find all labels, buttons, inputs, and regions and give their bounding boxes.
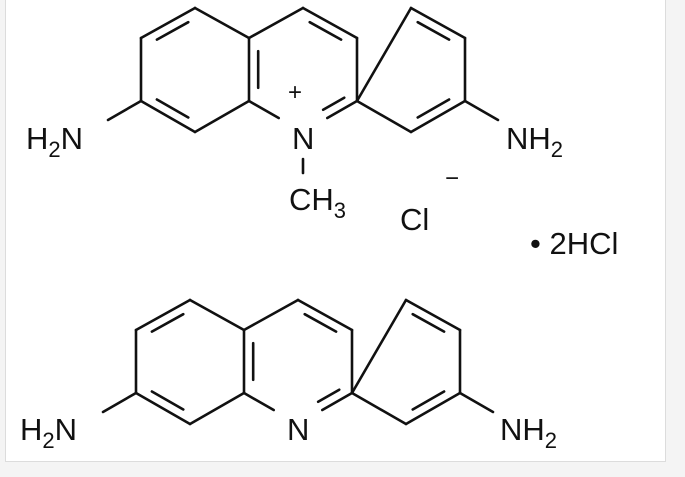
double-bond-line (155, 98, 190, 119)
double-bond-line (321, 96, 346, 112)
salt-label: • 2HCl (530, 226, 618, 261)
bond (409, 6, 467, 40)
amine-bond (101, 391, 138, 414)
right-amine-label-1: NH2 (506, 121, 563, 162)
right-amine-label-2: NH2 (500, 412, 557, 453)
bond-to-nitrogen (325, 99, 359, 120)
double-bond-line (308, 20, 343, 41)
left-amine-label-1: H2N (26, 121, 83, 162)
bond (193, 6, 251, 40)
bond (296, 298, 354, 332)
ring-nitrogen-label-1: N (292, 121, 314, 156)
chloride-label: Cl (400, 202, 429, 237)
structure-panel (5, 0, 666, 462)
double-bond-line (411, 390, 446, 411)
double-bond-line (416, 20, 451, 41)
double-bond-line (155, 20, 190, 41)
bond-to-nitrogen (247, 99, 281, 120)
bond (242, 298, 300, 332)
positive-charge: + (288, 79, 302, 106)
bond (188, 298, 246, 332)
double-bond-line (316, 388, 341, 404)
bond (355, 6, 413, 103)
bond (301, 6, 359, 40)
bond (404, 391, 462, 426)
amine-bond (458, 391, 495, 414)
methyl-label: CH3 (289, 182, 346, 223)
bond (355, 99, 413, 134)
bond (134, 391, 192, 426)
bond (409, 99, 467, 134)
double-bond-line (150, 312, 185, 333)
acriflavine-bonds (106, 6, 500, 175)
bond-to-nitrogen (320, 391, 354, 412)
bond (193, 99, 251, 134)
bond (404, 298, 462, 332)
bond (139, 6, 197, 40)
double-bond-line (411, 312, 446, 333)
bond (188, 391, 246, 426)
double-bond-line (416, 98, 451, 119)
bond (247, 6, 305, 40)
bond (350, 298, 408, 395)
bond (350, 391, 408, 426)
bond-to-nitrogen (242, 391, 276, 412)
double-bond-line (303, 312, 338, 333)
negative-charge: − (445, 165, 459, 192)
bond (139, 99, 197, 134)
double-bond-line (150, 390, 185, 411)
amine-bond (463, 99, 500, 122)
ring-nitrogen-label-2: N (287, 412, 309, 447)
proflavine-bonds (101, 298, 495, 426)
left-amine-label-2: H2N (20, 412, 77, 453)
amine-bond (106, 99, 143, 122)
bond (134, 298, 192, 332)
